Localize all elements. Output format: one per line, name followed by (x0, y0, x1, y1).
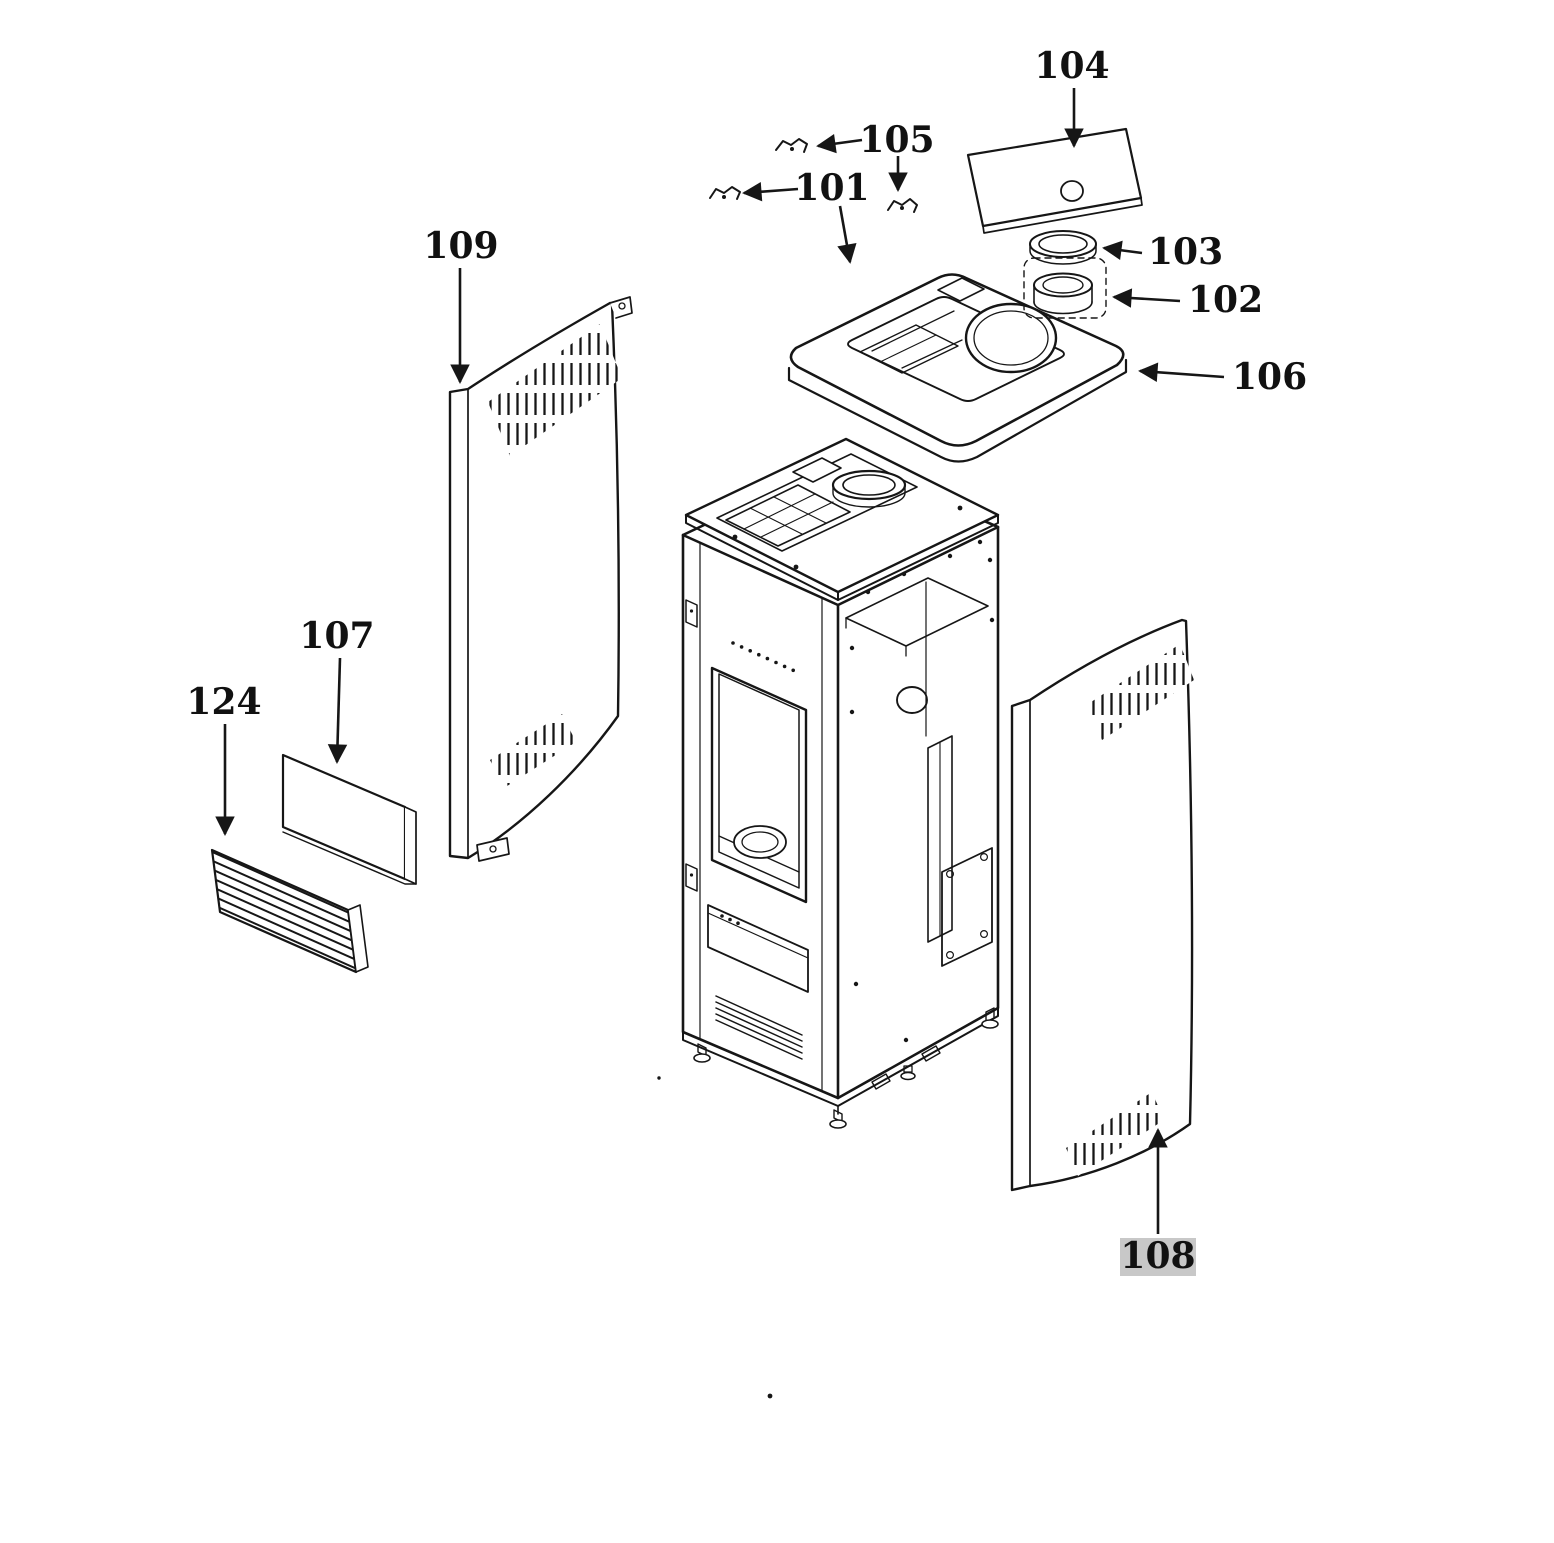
speck (657, 1076, 661, 1080)
grille-end-cap (347, 904, 369, 973)
clip-101 (709, 186, 741, 200)
part-sealing-ring (1029, 230, 1097, 265)
bottom-grille (715, 995, 803, 1060)
right-panel-outline (1010, 618, 1194, 1192)
cover-recess (847, 296, 1065, 402)
collar-dashed-outline (1023, 257, 1107, 319)
leader-101b (837, 205, 857, 264)
part-flue-collar (1023, 257, 1107, 319)
access-panel (941, 847, 993, 967)
leader-102 (1112, 288, 1181, 308)
left-panel-top-tab (609, 296, 633, 319)
part-label-124: 124 (186, 681, 261, 723)
leader-107 (327, 657, 348, 764)
left-panel-bottom-tab (476, 837, 510, 862)
leader-106 (1138, 362, 1225, 382)
leader-101a (742, 181, 799, 202)
part-louvered-grille (210, 848, 369, 974)
part-label-103: 103 (1148, 231, 1223, 273)
part-label-107: 107 (299, 615, 374, 657)
part-access-plate (281, 753, 417, 885)
door-hinges (685, 599, 698, 892)
front-face (685, 542, 823, 1092)
door-window (710, 666, 808, 904)
screw-dots-row (731, 641, 795, 673)
right-panel-vent-slots-bottom (1066, 1092, 1164, 1176)
part-clips (709, 138, 918, 213)
part-label-106: 106 (1232, 356, 1307, 398)
leader-105a (816, 133, 863, 154)
top-frame (684, 437, 1000, 601)
part-right-side-panel (1010, 618, 1194, 1192)
part-label-108: 108 (1120, 1235, 1195, 1277)
leader-103 (1102, 240, 1143, 260)
part-labels: 104 105 101 103 102 106 109 107 124 108 (186, 45, 1307, 1277)
right-panel-vent-slots-top (1088, 644, 1194, 740)
base (682, 1007, 999, 1129)
frame-grid-lines (743, 493, 834, 538)
part-left-side-panel (448, 296, 633, 862)
part-label-102: 102 (1188, 279, 1263, 321)
cover-flue-hole (964, 302, 1058, 374)
clip-105a (775, 138, 808, 153)
left-panel-vent-slots-bottom (490, 714, 576, 788)
top-plate-hole (1060, 180, 1084, 202)
part-top-cover (787, 273, 1128, 463)
leader-lines (215, 88, 1225, 1234)
foot (693, 1053, 711, 1063)
label-108-highlight (1120, 1238, 1196, 1276)
cover-tray (859, 324, 959, 374)
foot (900, 1071, 916, 1081)
clip-105b (887, 198, 918, 213)
speck (767, 1393, 773, 1399)
right-face (845, 539, 995, 1043)
foot (981, 1019, 999, 1029)
side-screws (849, 539, 995, 1043)
ash-panel (707, 904, 809, 993)
part-label-104: 104 (1034, 45, 1109, 87)
side-hole (896, 686, 928, 714)
frame-access-plate (792, 457, 842, 483)
cover-display-slot (937, 277, 985, 302)
part-label-105: 105 (859, 119, 934, 161)
side-channel (927, 735, 953, 943)
burner-pot (733, 825, 787, 859)
part-label-109: 109 (423, 225, 498, 267)
foot (829, 1119, 847, 1129)
part-label-101: 101 (794, 167, 869, 209)
left-panel-outline (448, 301, 620, 860)
hopper-chute (845, 577, 989, 647)
stove-body (681, 437, 1000, 1129)
left-panel-vent-slots-top (488, 324, 622, 456)
